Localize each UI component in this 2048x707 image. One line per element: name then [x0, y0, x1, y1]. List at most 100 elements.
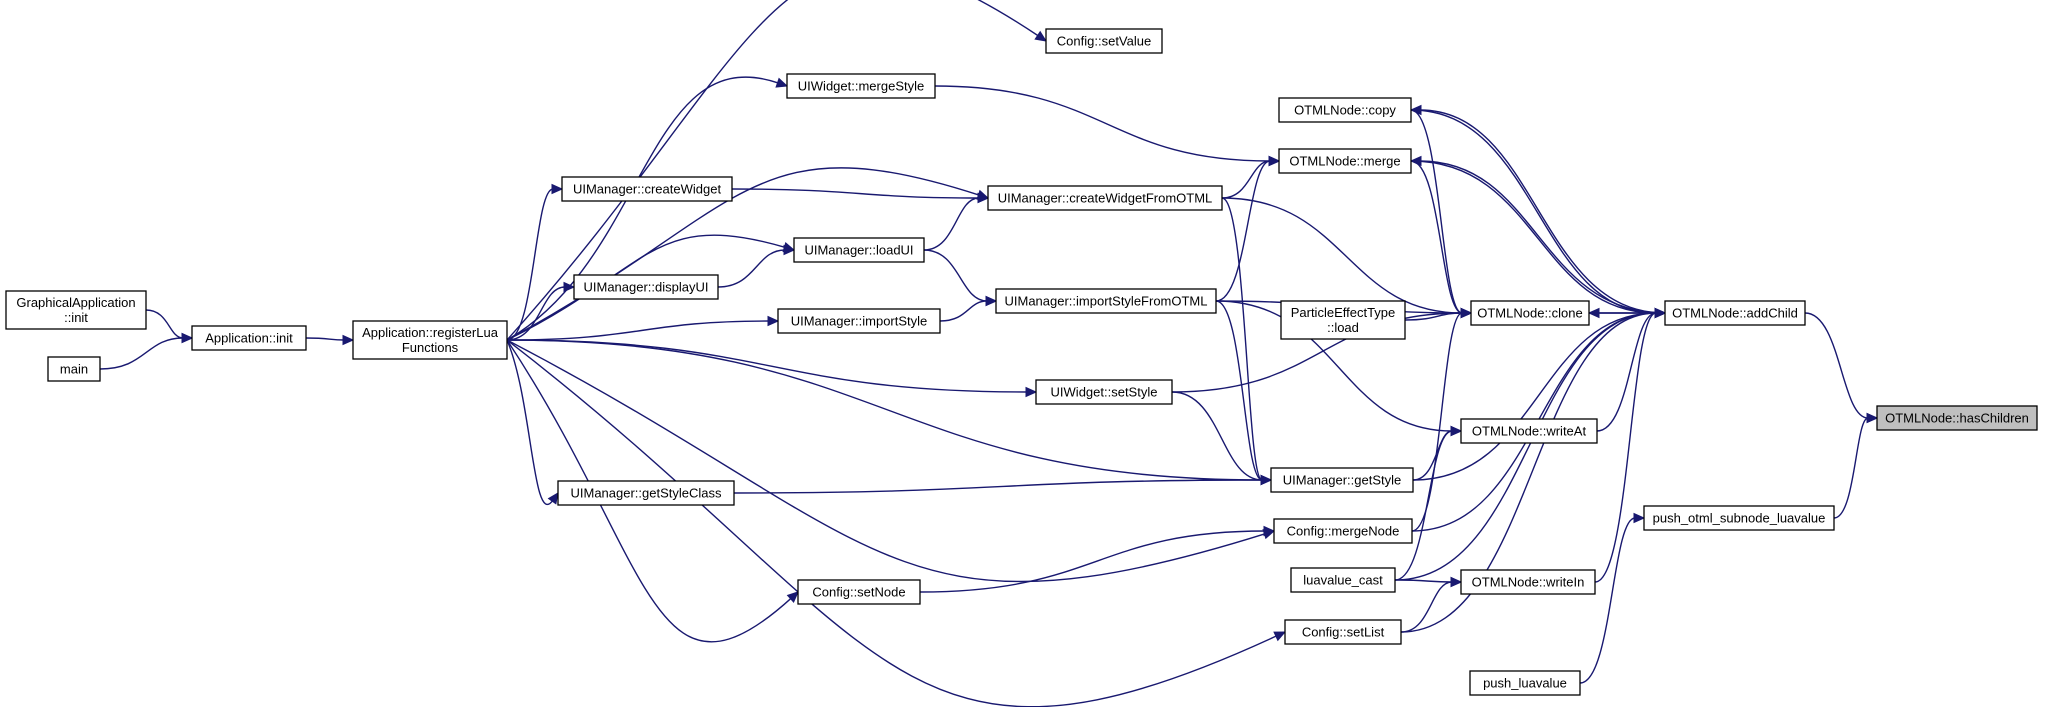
node-label: ::init — [64, 310, 88, 325]
node-box — [1280, 300, 1406, 340]
edge-line — [934, 85, 1271, 162]
node-box — [1278, 97, 1412, 123]
arrowhead-icon — [563, 281, 576, 293]
node-uimanager-importstyle[interactable]: UIManager::importStyle — [777, 308, 941, 334]
edge-otml_merge-to-otml_clone — [1410, 160, 1473, 319]
arrowhead-icon — [1268, 155, 1281, 167]
node-box — [352, 320, 508, 360]
node-label: main — [60, 362, 88, 377]
arrowhead-icon — [1273, 631, 1287, 642]
node-label: UIWidget::mergeStyle — [798, 79, 924, 94]
node-uiwidget-setstyle[interactable]: UIWidget::setStyle — [1035, 379, 1173, 405]
node-box — [1270, 467, 1414, 493]
node-label: Config::setList — [1302, 625, 1385, 640]
edge-line — [923, 249, 988, 302]
edge-app_reg-to-uimanager_displayui — [506, 281, 576, 341]
node-box — [987, 185, 1223, 211]
edge-otml_writeat-to-otml_addchild — [1596, 307, 1667, 432]
edge-line — [506, 339, 1263, 481]
node-uimanager-getstyleclass[interactable]: UIManager::getStyleClass — [557, 480, 735, 506]
edge-app_reg-to-uimanager_getstyleclass — [506, 339, 559, 505]
node-otml-addchild[interactable]: OTMLNode::addChild — [1664, 300, 1806, 326]
node-otml-clone[interactable]: OTMLNode::clone — [1470, 300, 1590, 326]
node-label: GraphicalApplication — [16, 295, 135, 310]
arrowhead-icon — [783, 244, 796, 256]
node-uimanager-createwidget[interactable]: UIManager::createWidget — [561, 176, 733, 202]
node-label: push_otml_subnode_luavalue — [1653, 511, 1826, 526]
node-uimanager-getstyle[interactable]: UIManager::getStyle — [1270, 467, 1414, 493]
node-push-subnode[interactable]: push_otml_subnode_luavalue — [1643, 505, 1835, 531]
edge-line — [923, 197, 980, 251]
node-uimanager-cwfo[interactable]: UIManager::createWidgetFromOTML — [987, 185, 1223, 211]
node-otml-writein[interactable]: OTMLNode::writeIn — [1460, 569, 1596, 595]
node-label: OTMLNode::hasChildren — [1885, 411, 2029, 426]
node-box — [797, 579, 921, 605]
arrowhead-icon — [1034, 30, 1048, 42]
edge-app_reg-to-uimanager_getstyle — [506, 339, 1273, 486]
arrowhead-icon — [775, 77, 789, 88]
edge-uimanager_loadui-to-uimanager_cwfo — [923, 192, 990, 251]
arrowhead-icon — [1025, 386, 1038, 398]
node-config-mergenode[interactable]: Config::mergeNode — [1273, 518, 1413, 544]
node-label: UIManager::displayUI — [584, 280, 709, 295]
node-main[interactable]: main — [47, 356, 101, 382]
node-push-luavalue[interactable]: push_luavalue — [1469, 670, 1581, 696]
edge-app_reg-to-uimanager_createwidget — [506, 183, 564, 341]
node-box — [1470, 300, 1590, 326]
node-otml-haschildren[interactable]: OTMLNode::hasChildren — [1876, 405, 2038, 431]
edge-app_reg-to-uiwidget_setstyle — [506, 339, 1038, 398]
edge-main-to-app_init — [99, 332, 194, 370]
node-box — [5, 290, 147, 330]
node-box — [557, 480, 735, 506]
node-otml-writeat[interactable]: OTMLNode::writeAt — [1460, 418, 1598, 444]
node-box — [1273, 518, 1413, 544]
node-uimanager-loadui[interactable]: UIManager::loadUI — [793, 237, 925, 263]
node-label: Config::mergeNode — [1287, 524, 1400, 539]
edge-line — [506, 188, 554, 341]
node-config-setvalue[interactable]: Config::setValue — [1045, 28, 1163, 54]
edge-app_init-to-app_reg — [305, 334, 355, 346]
node-label: UIManager::createWidget — [573, 182, 722, 197]
node-otml-merge[interactable]: OTMLNode::merge — [1278, 148, 1412, 174]
node-label: UIWidget::setStyle — [1051, 385, 1158, 400]
node-box — [777, 308, 941, 334]
edge-config_setlist-to-otml_writein — [1400, 576, 1463, 633]
node-label: UIManager::importStyleFromOTML — [1005, 294, 1208, 309]
arrowhead-icon — [1263, 525, 1276, 537]
node-app-init[interactable]: Application::init — [191, 325, 307, 351]
arrowhead-icon — [977, 192, 990, 204]
node-label: ::load — [1327, 320, 1359, 335]
node-uiwidget-mergestyle[interactable]: UIWidget::mergeStyle — [786, 73, 936, 99]
node-box — [1278, 148, 1412, 174]
edge-app_reg-to-uiwidget_mergestyle — [506, 76, 789, 341]
node-config-setlist[interactable]: Config::setList — [1284, 619, 1402, 645]
node-uimanager-isfo[interactable]: UIManager::importStyleFromOTML — [995, 288, 1217, 314]
node-particle-load[interactable]: ParticleEffectType::load — [1280, 300, 1406, 340]
node-label: UIManager::createWidgetFromOTML — [998, 191, 1213, 206]
edge-line — [506, 339, 792, 643]
edge-line — [1411, 312, 1463, 532]
edge-line — [1419, 160, 1666, 314]
node-box — [995, 288, 1217, 314]
node-config-setnode[interactable]: Config::setNode — [797, 579, 921, 605]
node-label: OTMLNode::addChild — [1672, 306, 1798, 321]
node-graphical-init[interactable]: GraphicalApplication::init — [5, 290, 147, 330]
edge-line — [305, 337, 345, 341]
edge-line — [731, 188, 980, 199]
edge-line — [1221, 160, 1271, 199]
node-uimanager-displayui[interactable]: UIManager::displayUI — [573, 274, 719, 300]
arrowhead-icon — [1260, 474, 1273, 486]
node-label: OTMLNode::copy — [1294, 103, 1396, 118]
node-luavalue-cast[interactable]: luavalue_cast — [1290, 567, 1396, 593]
edge-line — [939, 300, 988, 322]
node-otml-copy[interactable]: OTMLNode::copy — [1278, 97, 1412, 123]
edge-line — [506, 339, 1266, 583]
edge-line — [1404, 312, 1463, 321]
edge-line — [1400, 581, 1453, 633]
node-box — [786, 73, 936, 99]
edge-uimanager_displayui-to-uimanager_loadui — [717, 244, 796, 288]
node-label: UIManager::importStyle — [791, 314, 928, 329]
edge-line — [1221, 197, 1263, 481]
edge-line — [99, 337, 184, 370]
